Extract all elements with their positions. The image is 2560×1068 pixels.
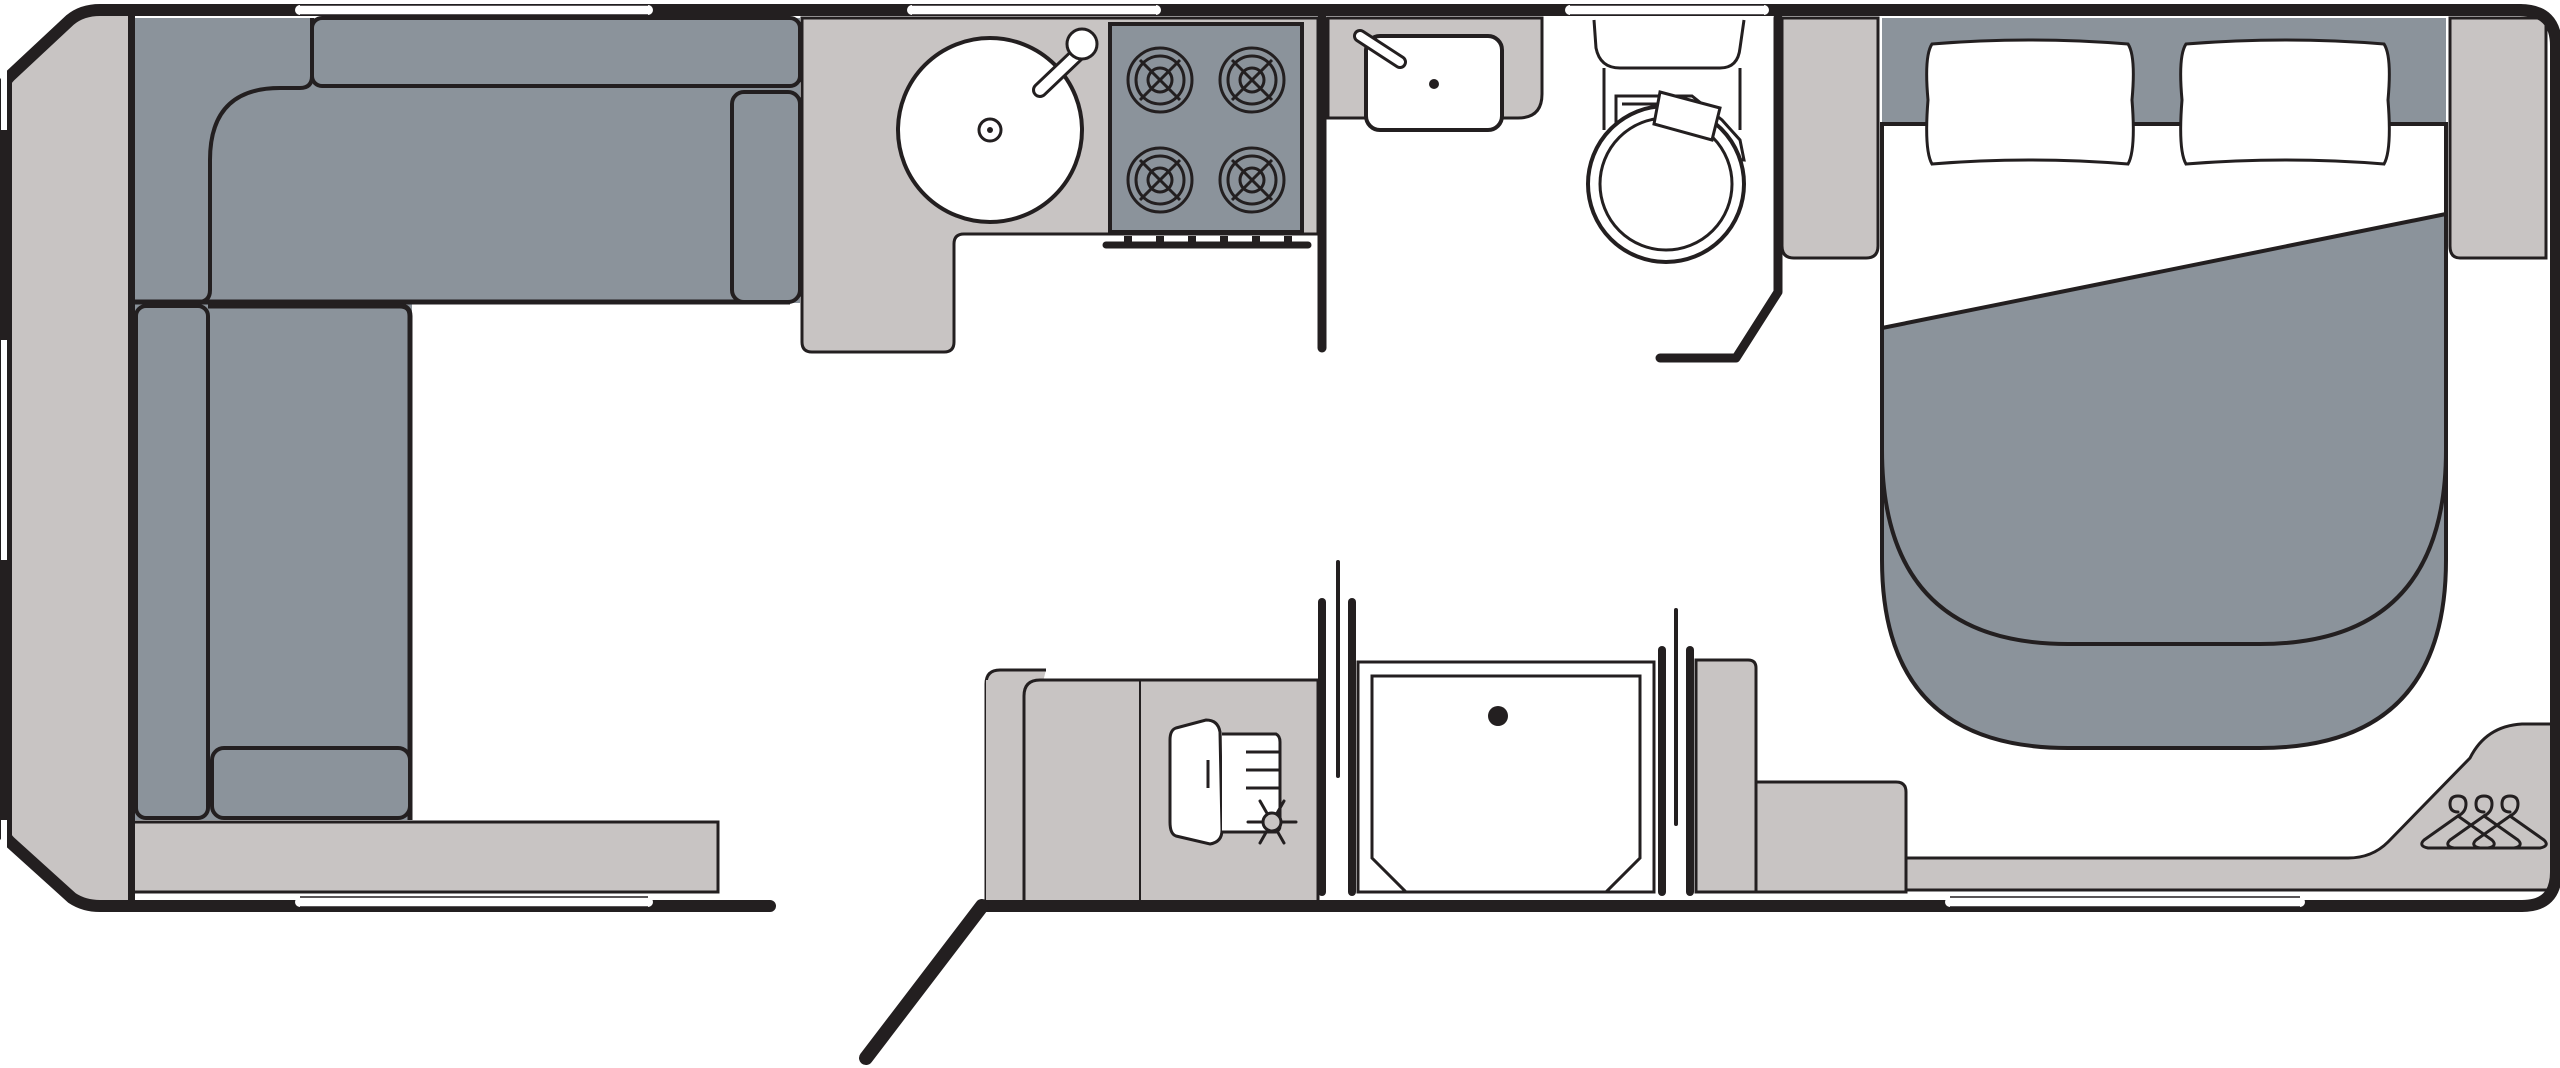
rear-corner-unit: [1904, 722, 2554, 892]
window: [1565, 4, 1769, 16]
hob-knob: [1284, 236, 1292, 242]
shower-tray-basin: [1370, 674, 1642, 894]
window: [907, 4, 1161, 16]
hob-knob: [1124, 236, 1132, 242]
fridge-unit: [984, 668, 1320, 906]
coat-hanger-icon: [2420, 794, 2548, 850]
gas-burner-icon: [1126, 46, 1286, 214]
toilet-icon: [1586, 19, 1746, 264]
side-sofa-back-cushion: [134, 304, 210, 820]
window: [295, 4, 653, 16]
burner-icon: [1218, 146, 1286, 214]
bed-pillow-left: [1925, 38, 2135, 166]
hob-control-knobs: [1124, 236, 1292, 242]
lounge-back-cushion: [310, 16, 802, 88]
washroom-wall-right: [1655, 13, 1783, 363]
kitchen-tap-icon: [1032, 27, 1099, 98]
window: [295, 896, 653, 908]
hanger-icon: [2472, 794, 2548, 850]
bed-pillow-right: [2179, 38, 2391, 166]
hob-knob: [1220, 236, 1228, 242]
burner-icon: [1218, 46, 1286, 114]
bedroom-area: [1780, 16, 2554, 892]
sink-drain-dot: [987, 127, 993, 133]
side-sofa-seat-edge: [208, 303, 413, 820]
fridge-snowflake-icon: [1168, 718, 1298, 846]
fridge-side-cabinet: [986, 680, 1026, 904]
kitchen-area: [800, 16, 1320, 354]
burner-icon: [1126, 46, 1194, 114]
lounge-area: [130, 16, 802, 894]
bedroom-dresser-tall: [1694, 658, 1758, 894]
burner-icon: [1126, 146, 1194, 214]
lounge-corner-cushion: [132, 18, 314, 304]
outer-wall-rear: [976, 4, 2560, 912]
lounge-bottom-shelf: [130, 820, 720, 894]
shower-tray: [1318, 560, 1694, 896]
basin-tap-icon: [1353, 29, 1407, 69]
bedroom-dresser-low: [1754, 780, 1908, 894]
hob-knob: [1156, 236, 1164, 242]
front-end-panel: [8, 12, 132, 906]
entrance-door: [859, 899, 989, 1065]
washroom-area: [1317, 13, 1783, 363]
side-sofa-end-cushion: [210, 746, 412, 820]
shower-drain-dot: [1488, 706, 1508, 726]
basin-drain-dot: [1429, 79, 1439, 89]
hob-knob: [1188, 236, 1196, 242]
lounge-arm-cushion: [730, 90, 802, 304]
windows: [1, 4, 2305, 908]
window: [1945, 896, 2305, 908]
bedroom-wardrobe-right: [2448, 16, 2548, 260]
bedroom-wardrobe-left: [1780, 16, 1880, 260]
hob-knob: [1252, 236, 1260, 242]
